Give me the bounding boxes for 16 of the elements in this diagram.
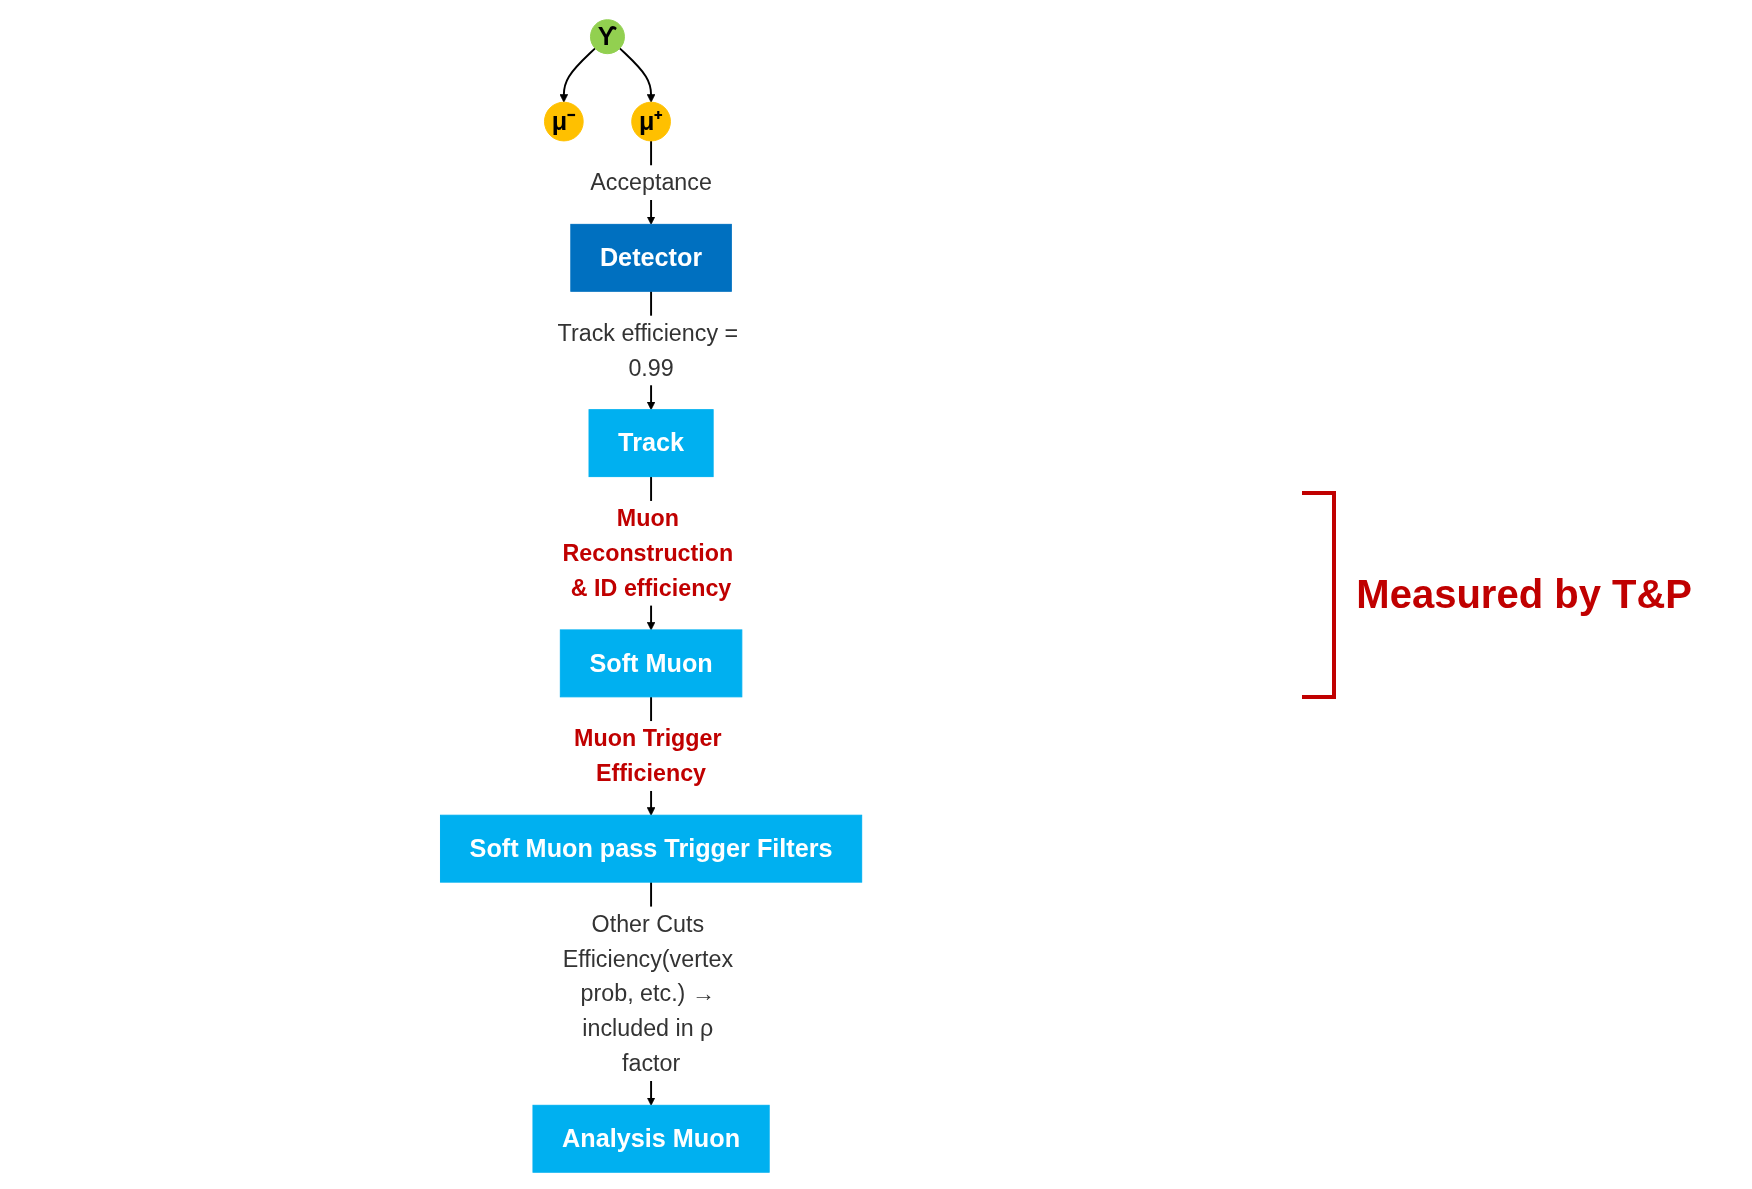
node-box: Detector (570, 223, 732, 292)
node-circle: ϒ (590, 18, 626, 54)
node-circle: μ⁺ (631, 101, 672, 141)
node-circle: μ⁻ (544, 101, 584, 141)
arrow (618, 46, 656, 103)
edge-label: Track efficiency = 0.99 (557, 318, 739, 381)
edge-label: Other Cuts Efficiency(vertex prob, etc.) → included in ρ factor (562, 909, 734, 1076)
edge-label: Muon Trigger Efficiency (574, 724, 722, 786)
node-box: Analysis Muon (532, 1104, 770, 1173)
edge-label: Muon Reconstruction & ID efficiency (562, 504, 734, 601)
arrow (559, 46, 597, 103)
note-text: Measured by T&P (1356, 572, 1692, 617)
node-box: Soft Muon (559, 628, 743, 697)
node-box: Track (588, 408, 714, 477)
edge-label: Acceptance (590, 168, 713, 195)
node-box: Soft Muon pass Trigger Filters (440, 814, 863, 883)
